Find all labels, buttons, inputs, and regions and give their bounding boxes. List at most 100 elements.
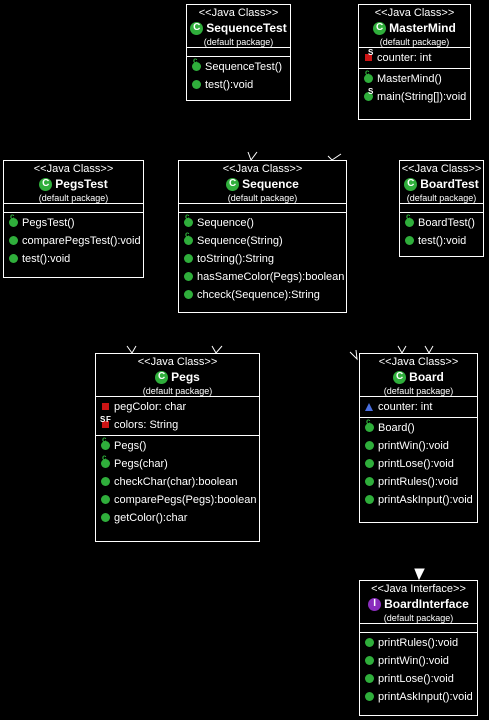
method-row[interactable]: getColor():char <box>96 509 259 527</box>
public-method-icon <box>365 459 375 469</box>
public-method-icon <box>101 477 111 487</box>
public-method-icon <box>184 254 194 264</box>
public-method-icon <box>405 236 415 246</box>
constructor-icon: c <box>364 69 374 84</box>
class-name: BoardTest <box>420 177 479 191</box>
method-row[interactable]: printLose():void <box>360 670 477 688</box>
fields-section <box>187 48 290 57</box>
class-name: PegsTest <box>55 177 108 191</box>
public-method-icon <box>365 441 375 451</box>
field-row[interactable]: counter: int <box>360 398 477 416</box>
stereotype: <<Java Class>> <box>198 7 279 19</box>
private-static-field-icon: S <box>364 49 374 63</box>
class-name: Board <box>409 370 444 384</box>
stereotype: <<Java Class>> <box>374 7 455 19</box>
method-row[interactable]: printAskInput():void <box>360 491 477 509</box>
fields-section <box>400 204 483 213</box>
class-badge-icon: C <box>404 177 418 191</box>
package-label: (default package) <box>406 193 477 203</box>
method-row[interactable]: printRules():void <box>360 634 477 652</box>
arrowhead-sequence-left <box>247 151 258 162</box>
method-row[interactable]: printRules():void <box>360 473 477 491</box>
method-row[interactable]: hasSameColor(Pegs):boolean <box>179 268 346 286</box>
method-row[interactable]: chceck(Sequence):String <box>179 286 346 304</box>
package-label: (default package) <box>203 37 274 47</box>
public-method-icon <box>184 290 194 300</box>
package-label: (default package) <box>38 193 109 203</box>
method-row[interactable]: test():void <box>187 76 290 94</box>
public-method-icon <box>184 272 194 282</box>
static-method-icon: S <box>364 88 374 102</box>
class-name: SequenceTest <box>206 21 287 35</box>
interface-badge-icon: I <box>368 597 382 611</box>
package-label: (default package) <box>383 386 454 396</box>
method-row[interactable]: printWin():void <box>360 437 477 455</box>
constructor-icon: c <box>184 231 194 246</box>
fields-section: counter: int <box>360 397 477 418</box>
public-method-icon <box>101 513 111 523</box>
method-row[interactable]: checkChar(char):boolean <box>96 473 259 491</box>
class-badge-icon: C <box>190 21 204 35</box>
method-row[interactable]: test():void <box>400 232 483 250</box>
method-row[interactable]: printLose():void <box>360 455 477 473</box>
class-badge-icon: C <box>155 370 169 384</box>
method-row[interactable]: test():void <box>4 250 143 268</box>
arrowhead-board-mid <box>397 345 407 355</box>
arrowhead-pegs-left <box>126 345 137 354</box>
method-row[interactable]: comparePegs(Pegs):boolean <box>96 491 259 509</box>
constructor-icon: c <box>101 436 111 451</box>
arrowhead-board-left <box>349 349 358 361</box>
class-name: Sequence <box>242 177 299 191</box>
constructor-icon: c <box>192 57 202 72</box>
package-field-icon <box>365 402 375 412</box>
constructor-icon: c <box>101 454 111 469</box>
method-row[interactable]: printAskInput():void <box>360 688 477 706</box>
public-method-icon <box>365 692 375 702</box>
field-row[interactable]: pegColor: char <box>96 398 259 416</box>
package-label: (default package) <box>142 386 213 396</box>
stereotype: <<Java Class>> <box>137 356 218 368</box>
public-method-icon <box>365 638 375 648</box>
public-method-icon <box>9 236 19 246</box>
realization-arrowhead <box>414 568 425 581</box>
class-name: MasterMind <box>389 21 456 35</box>
method-row[interactable]: toString():String <box>179 250 346 268</box>
package-label: (default package) <box>227 193 298 203</box>
method-row[interactable]: comparePegsTest():void <box>4 232 143 250</box>
class-name: BoardInterface <box>384 597 469 611</box>
method-row[interactable]: printWin():void <box>360 652 477 670</box>
methods-section: printRules():void printWin():void printL… <box>360 633 477 707</box>
stereotype: <<Java Class>> <box>222 163 303 175</box>
constructor-icon: c <box>184 213 194 228</box>
fields-section <box>4 204 143 213</box>
public-method-icon <box>365 656 375 666</box>
class-badge-icon: C <box>39 177 53 191</box>
